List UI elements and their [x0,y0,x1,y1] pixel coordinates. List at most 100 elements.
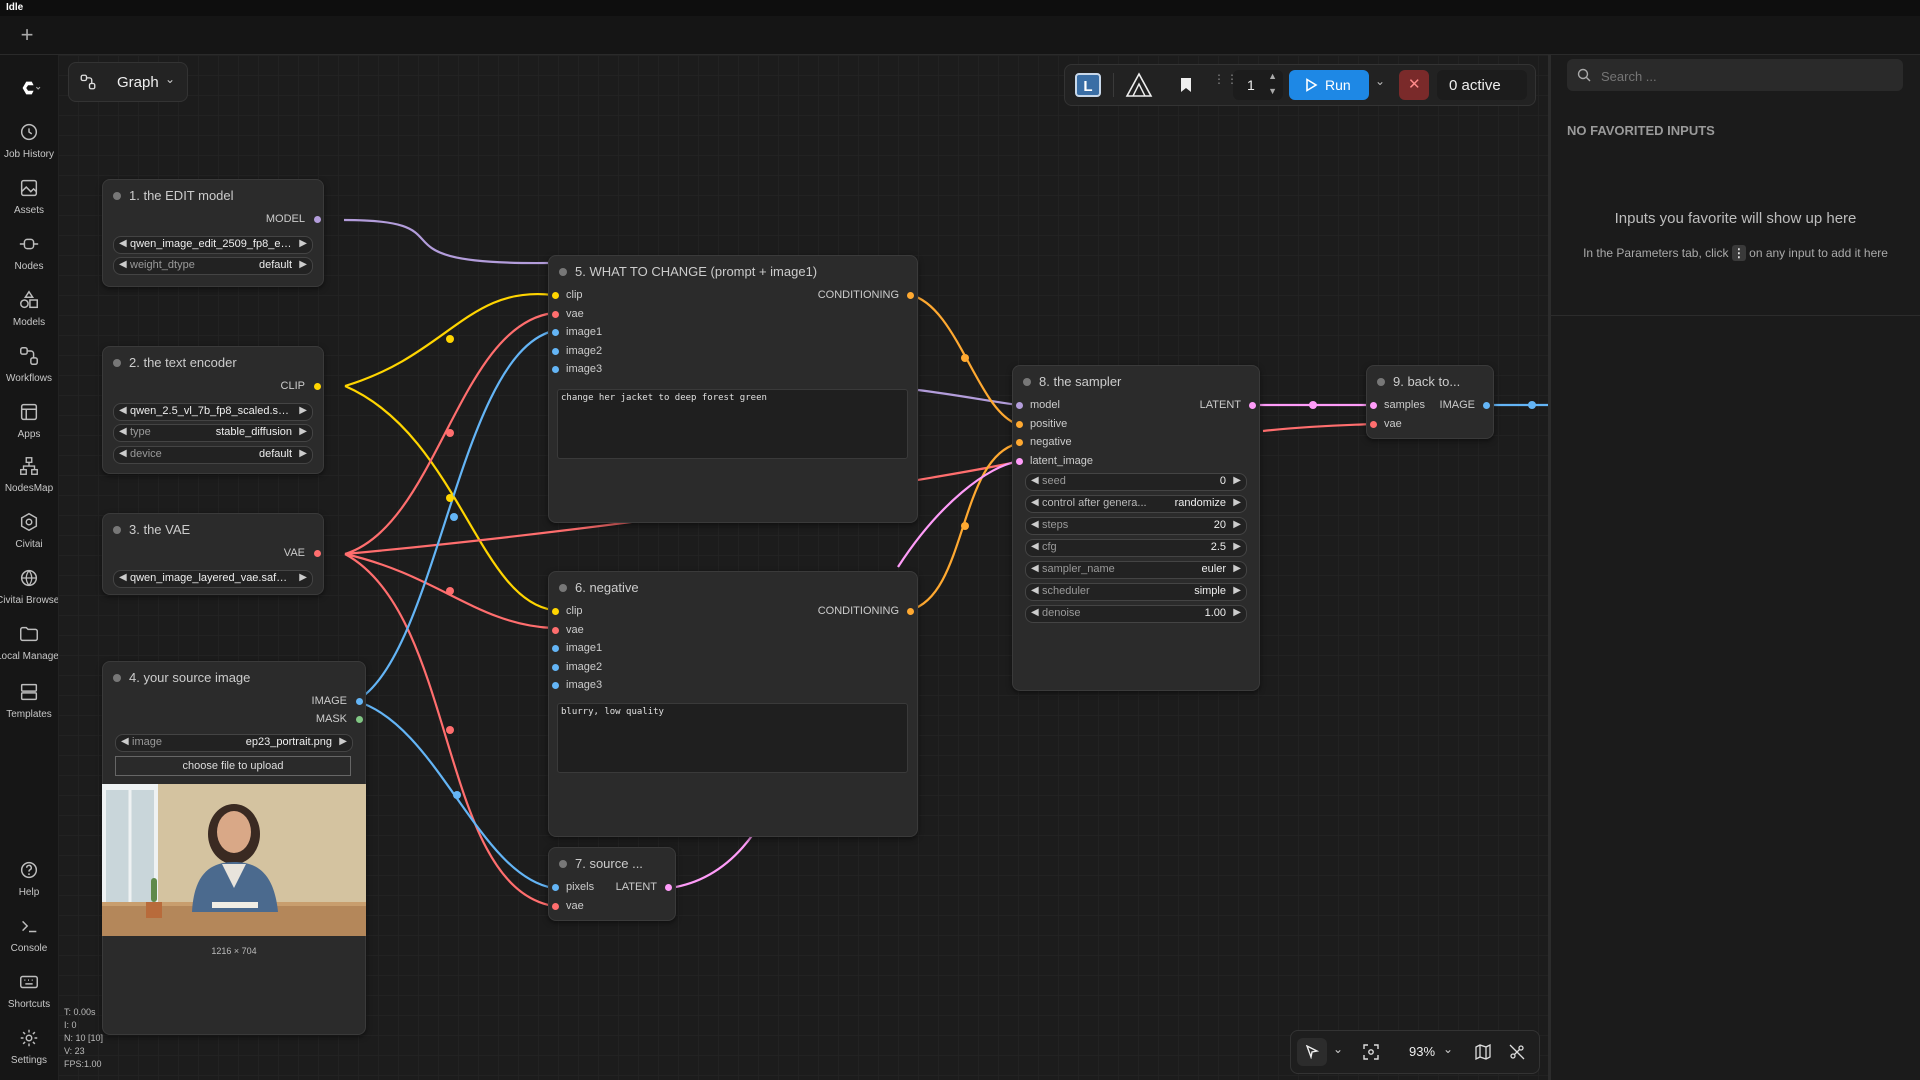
zoom-level[interactable]: 93% [1409,1044,1436,1059]
search-input[interactable] [1599,65,1893,87]
output-slot-conditioning[interactable] [907,292,914,299]
run-options-dropdown[interactable]: ⌄ [1371,70,1389,100]
sidebar-item-local-manager[interactable]: Local Manager [0,623,58,662]
sidebar-item-job-history[interactable]: Job History [0,121,58,160]
sidebar-item-civitai[interactable]: Civitai [0,511,58,550]
node-collapse-dot[interactable] [559,268,567,276]
active-queue-button[interactable]: 0 active [1437,70,1527,100]
sidebar-item-nodes[interactable]: Nodes [0,233,58,272]
sidebar-item-shortcuts[interactable]: Shortcuts [0,971,58,1010]
decrement-icon[interactable]: ▼ [1268,86,1277,96]
sidebar-item-help[interactable]: Help [0,859,58,898]
hide-links-icon[interactable] [1509,1044,1525,1060]
output-slot-conditioning[interactable] [907,608,914,615]
negative-prompt-textarea[interactable]: blurry, low quality [557,703,908,773]
input-slot-image3[interactable] [552,682,559,689]
input-slot-image2[interactable] [552,664,559,671]
node-collapse-dot[interactable] [113,192,121,200]
vae-name-widget[interactable]: ◀qwen_image_layered_vae.safet...▶ [113,570,313,588]
input-slot-vae[interactable] [552,903,559,910]
node-collapse-dot[interactable] [113,526,121,534]
clip-name-widget[interactable]: ◀qwen_2.5_vl_7b_fp8_scaled.saf...▶ [113,403,313,421]
node-collapse-dot[interactable] [113,359,121,367]
chevron-down-icon[interactable]: ⌄ [1443,1042,1454,1056]
node-9-back-to[interactable]: 9. back to... samples vae IMAGE [1366,365,1494,439]
output-slot-model[interactable] [314,216,321,223]
sidebar-item-templates[interactable]: Templates [0,681,58,720]
input-slot-positive[interactable] [1016,421,1023,428]
sidebar-item-apps[interactable]: Apps [0,401,58,440]
sidebar-item-assets[interactable]: Assets [0,177,58,216]
output-slot-mask[interactable] [356,716,363,723]
l-extension-button[interactable]: L [1071,70,1105,100]
run-button[interactable]: Run [1289,70,1369,100]
node-collapse-dot[interactable] [113,674,121,682]
prompt-textarea[interactable]: change her jacket to deep forest green [557,389,908,459]
node-6-negative[interactable]: 6. negative clip vae image1 image2 image… [548,571,918,837]
drag-handle-icon[interactable]: ⋮⋮ [1213,72,1239,86]
cancel-button[interactable]: ✕ [1399,70,1429,100]
node-collapse-dot[interactable] [1023,378,1031,386]
sidebar-item-workflows[interactable]: Workflows [0,345,58,384]
minimap-icon[interactable] [1475,1044,1491,1060]
output-slot-image[interactable] [1483,402,1490,409]
bookmark-button[interactable] [1171,70,1201,100]
output-slot-image[interactable] [356,698,363,705]
input-slot-image1[interactable] [552,329,559,336]
control-after-generate-widget[interactable]: ◀control after genera...randomize▶ [1025,495,1247,513]
increment-icon[interactable]: ▲ [1268,71,1277,81]
sidebar-item-nodesmap[interactable]: NodesMap [0,455,58,494]
output-slot-vae[interactable] [314,550,321,557]
graph-mode-button[interactable]: Graph ⌄ [68,62,188,102]
fit-view-icon[interactable] [1363,1044,1379,1060]
input-slot-clip[interactable] [552,608,559,615]
node-collapse-dot[interactable] [559,860,567,868]
input-slot-image3[interactable] [552,366,559,373]
triangle-extension-button[interactable] [1121,70,1157,100]
unet-name-widget[interactable]: ◀qwen_image_edit_2509_fp8_e ...▶ [113,236,313,254]
input-slot-pixels[interactable] [552,884,559,891]
sidebar-item-console[interactable]: Console [0,915,58,954]
input-slot-image2[interactable] [552,348,559,355]
output-slot-clip[interactable] [314,383,321,390]
batch-count-input[interactable]: 1 ▲ ▼ [1233,70,1283,100]
node-5-what-to-change[interactable]: 5. WHAT TO CHANGE (prompt + image1) clip… [548,255,918,523]
input-slot-model[interactable] [1016,402,1023,409]
input-slot-vae[interactable] [552,627,559,634]
node-3-vae[interactable]: 3. the VAE VAE ◀qwen_image_layered_vae.s… [102,513,324,595]
node-collapse-dot[interactable] [559,584,567,592]
input-slot-samples[interactable] [1370,402,1377,409]
upload-button[interactable]: choose file to upload [115,756,351,776]
chevron-down-icon[interactable]: ⌄ [1333,1042,1344,1056]
node-7-source-encode[interactable]: 7. source ... pixels vae LATENT [548,847,676,921]
input-slot-negative[interactable] [1016,439,1023,446]
select-tool-button[interactable] [1297,1038,1327,1066]
node-1-edit-model[interactable]: 1. the EDIT model MODEL ◀qwen_image_edit… [102,179,324,287]
input-slot-image1[interactable] [552,645,559,652]
node-2-text-encoder[interactable]: 2. the text encoder CLIP ◀qwen_2.5_vl_7b… [102,346,324,474]
sidebar-item-civitai-browser[interactable]: Civitai Browser [0,567,58,606]
search-box[interactable] [1567,59,1903,91]
output-slot-latent[interactable] [1249,402,1256,409]
input-slot-clip[interactable] [552,292,559,299]
app-logo-menu[interactable] [0,77,58,99]
node-collapse-dot[interactable] [1377,378,1385,386]
input-slot-vae[interactable] [552,311,559,318]
new-tab-button[interactable]: + [20,22,34,47]
sidebar-item-settings[interactable]: Settings [0,1027,58,1066]
input-slot-latent-image[interactable] [1016,458,1023,465]
sidebar-item-models[interactable]: Models [0,289,58,328]
output-slot-latent[interactable] [665,884,672,891]
node-8-sampler[interactable]: 8. the sampler model positive negative l… [1012,365,1260,691]
